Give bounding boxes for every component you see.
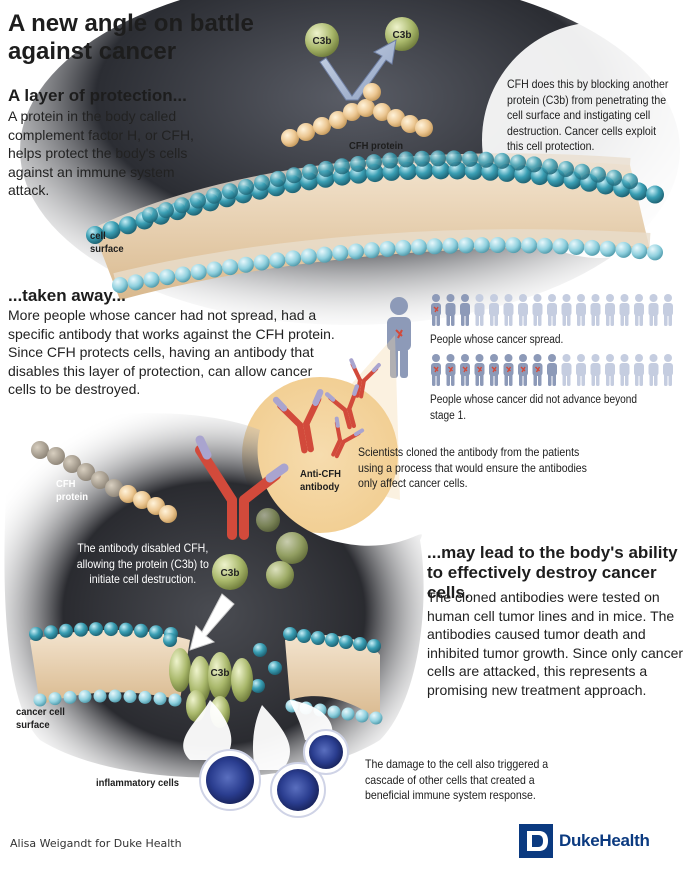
cancer-cell-surface-label: cancer cell surface — [16, 706, 65, 731]
anti-cfh-antibody-large — [195, 435, 289, 540]
svg-text:C3b: C3b — [393, 30, 412, 41]
section2-body: More people whose cancer had not spread,… — [8, 307, 335, 397]
section2-heading: ...taken away... — [8, 286, 126, 305]
svg-text:C3b: C3b — [221, 568, 240, 579]
logo-wordmark: DukeHealth — [559, 831, 650, 850]
page-title: A new angle on battle against cancer — [8, 10, 254, 65]
svg-text:C3b: C3b — [313, 36, 332, 47]
patient-figure — [387, 297, 411, 378]
section3-body: The cloned antibodies were tested on hum… — [427, 589, 684, 698]
section1-heading: A layer of protection... — [8, 86, 187, 105]
cfh-protein-label-bottom: CFH protein — [56, 478, 89, 503]
top-cell-membrane — [86, 150, 664, 300]
c3b-molecule-top-left: C3b — [305, 23, 339, 57]
legend-stage1: People whose cancer did not advance beyo… — [430, 394, 638, 422]
bounce-arrow — [319, 39, 397, 101]
cfh-protein-chain-top — [281, 83, 433, 147]
inflammatory-cell-2 — [270, 762, 326, 818]
legend-spread: People whose cancer spread. — [430, 334, 564, 346]
cell-surface-label: cell surface — [90, 230, 124, 255]
antibody-spotlight — [242, 377, 398, 533]
cascade-note: The damage to the cell also triggered a … — [365, 757, 549, 802]
cfh-protein-chain-bottom — [31, 441, 177, 523]
duke-health-logo: DukeHealth — [519, 824, 650, 858]
people-row-stage1 — [431, 354, 673, 386]
credit-line: Alisa Weigandt for Duke Health — [10, 837, 182, 850]
inflammatory-cell-3 — [303, 729, 349, 775]
c3b-molecule-bottom: C3b — [212, 554, 248, 590]
cloned-note: Scientists cloned the antibody from the … — [358, 445, 587, 490]
svg-text:C3b: C3b — [211, 668, 230, 679]
c3b-attack-arrow — [189, 593, 235, 651]
people-row-spread — [431, 294, 673, 326]
cfh-callout: CFH does this by blocking another protei… — [507, 77, 669, 153]
section3-heading: ...may lead to the body's ability to eff… — [427, 543, 678, 602]
disabled-note: The antibody disabled CFH, allowing the … — [76, 541, 209, 586]
anti-cfh-label: Anti-CFH antibody — [300, 468, 341, 493]
cfh-protein-label-top: CFH protein — [349, 140, 404, 152]
duke-shield-icon — [519, 824, 553, 858]
inflammatory-cell-1 — [199, 749, 261, 811]
section1-body: A protein in the body called complement … — [8, 108, 194, 198]
cancer-cell-membrane — [29, 622, 383, 725]
inflammatory-cells-label: inflammatory cells — [96, 777, 179, 789]
